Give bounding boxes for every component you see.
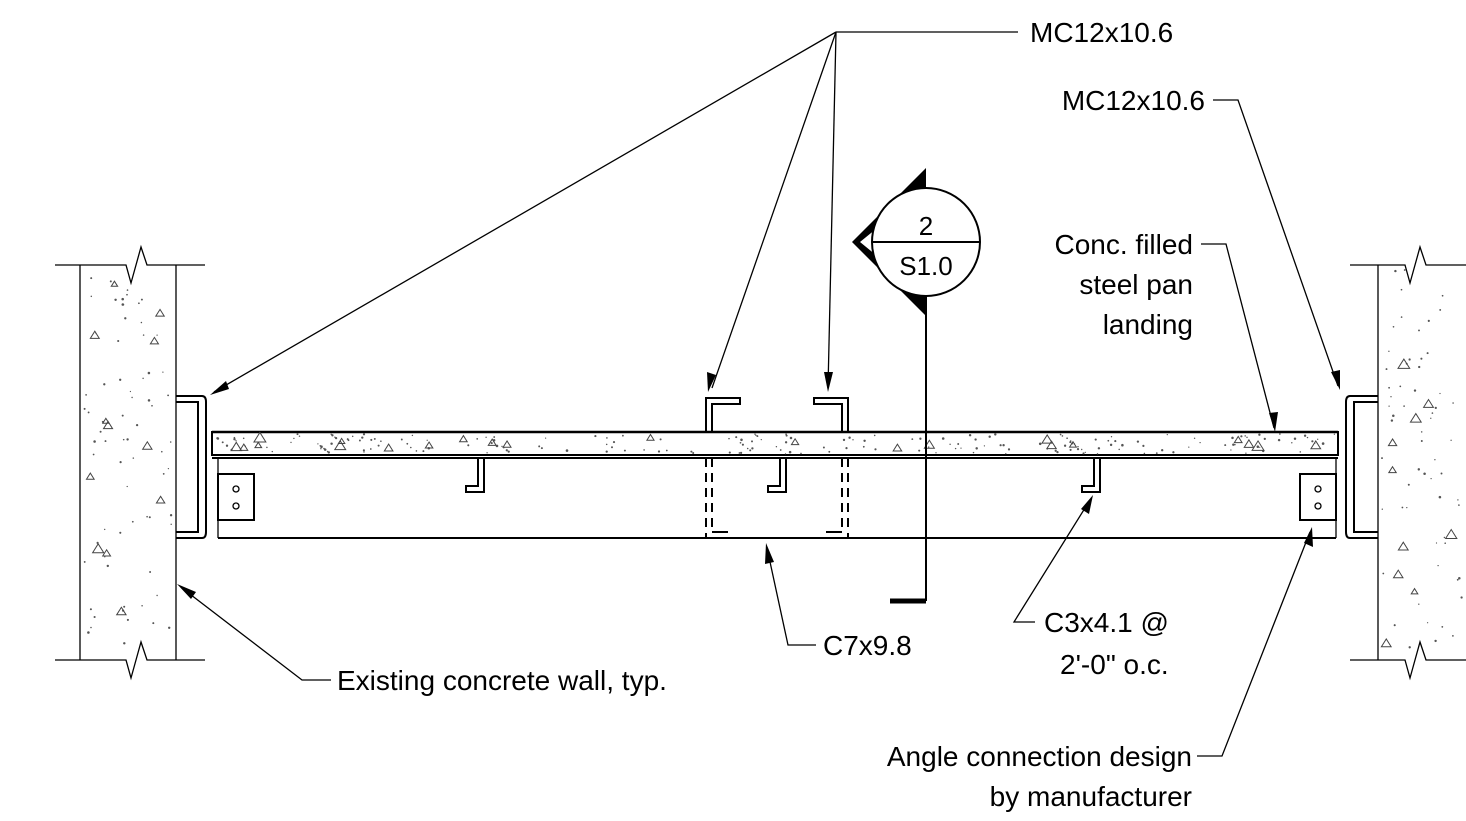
callout-pan-line2: steel pan	[1079, 269, 1193, 300]
concrete-filled-pan	[211, 430, 1339, 459]
callout-angle-line1: Angle connection design	[887, 741, 1192, 772]
right-wall-stipple	[1380, 269, 1463, 649]
section-marker: 2 S1.0	[852, 168, 981, 604]
right-wall-bottom-break	[1350, 639, 1466, 681]
callout-c7: C7x9.8	[823, 630, 912, 661]
section-arrow-head	[852, 168, 926, 316]
angle-connection-right	[1299, 473, 1337, 521]
c3-angle-3	[1081, 458, 1101, 493]
left-wall-stipple	[83, 277, 173, 645]
left-wall-bottom-break	[55, 639, 205, 681]
left-concrete-wall	[55, 244, 205, 681]
callout-mc12-top: MC12x10.6	[1030, 17, 1173, 48]
leader-arrowheads	[177, 370, 1340, 599]
left-wall-top-break	[55, 244, 205, 286]
angle-connection-left	[217, 473, 255, 521]
callout-wall: Existing concrete wall, typ.	[337, 665, 667, 696]
c3-angle-1	[465, 458, 485, 493]
right-concrete-wall	[1350, 244, 1466, 681]
callout-pan-line3: landing	[1103, 309, 1193, 340]
pan-stipple	[216, 431, 1336, 455]
callout-mc12-right: MC12x10.6	[1062, 85, 1205, 116]
section-number: 2	[919, 211, 933, 241]
section-sheet: S1.0	[899, 251, 953, 281]
mc12-channel-right	[1345, 395, 1378, 539]
c3-angle-2	[767, 458, 787, 493]
callout-angle-line2: by manufacturer	[990, 781, 1192, 812]
right-wall-top-break	[1350, 244, 1466, 286]
leader-lines	[181, 31, 1339, 757]
mc12-channel-center-right	[813, 397, 849, 539]
callout-pan-line1: Conc. filled	[1054, 229, 1193, 260]
mc12-channel-left	[176, 395, 207, 539]
callout-c3-line1: C3x4.1 @	[1044, 607, 1169, 638]
callout-c3-line2: 2'-0" o.c.	[1060, 649, 1169, 680]
mc12-channel-center-left	[705, 397, 741, 539]
